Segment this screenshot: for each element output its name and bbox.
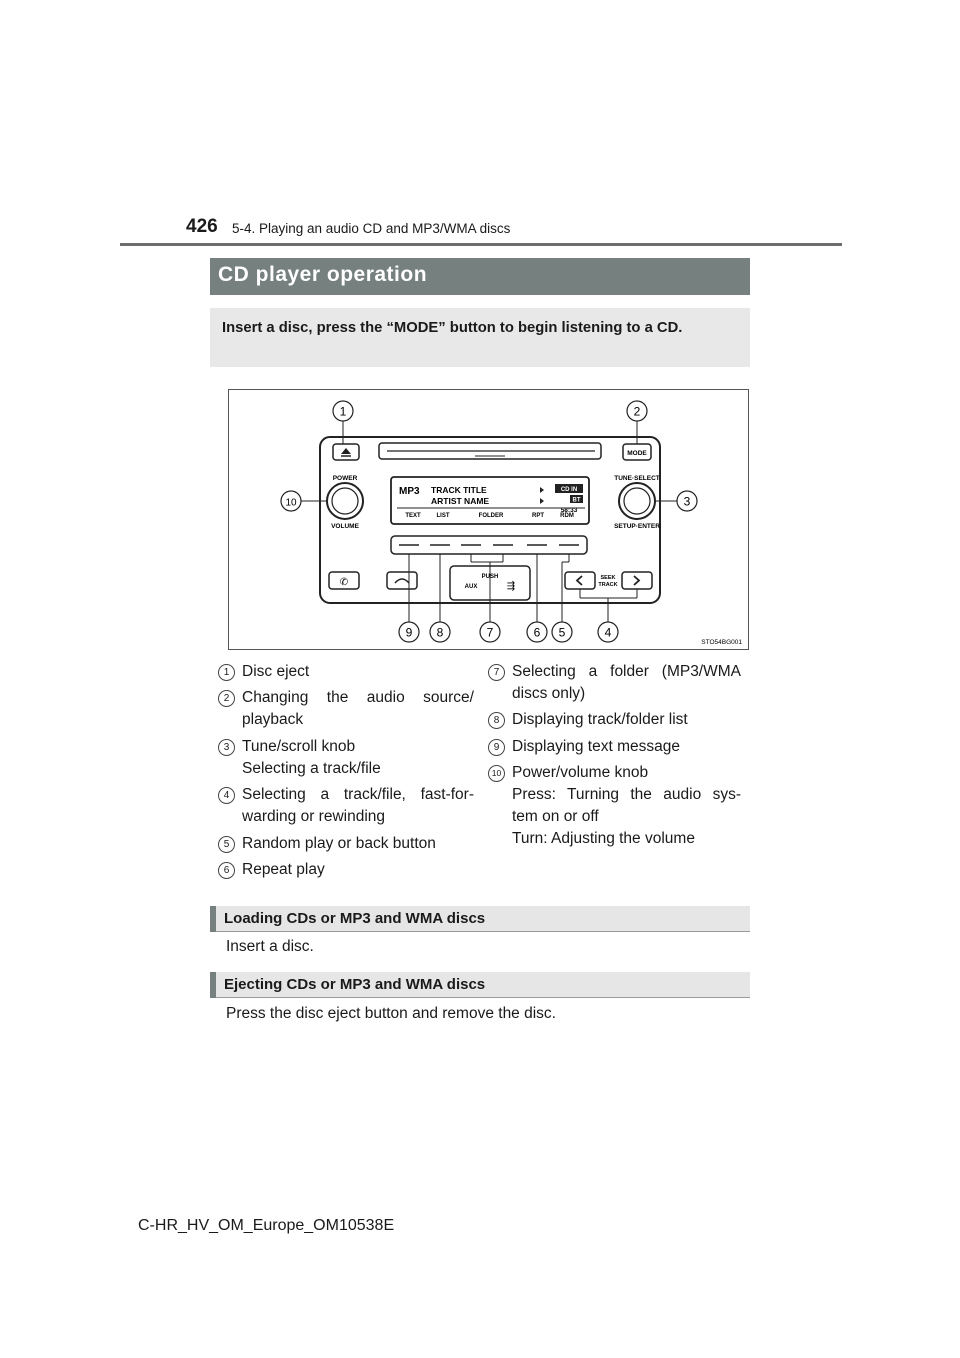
track-label: TRACK [598, 582, 617, 588]
eject-icon [341, 448, 351, 454]
callout-8: 8 [437, 626, 444, 640]
display-rdm: RDM [560, 513, 574, 519]
callout-1: 1 [340, 405, 347, 419]
ejecting-heading-accent [210, 972, 216, 998]
callout-4: 4 [605, 626, 612, 640]
legend-item-10: 10 Power/volume knob Press: Turning the … [488, 762, 744, 850]
phone-icon: ✆ [340, 577, 348, 588]
display-time: 58:33 [561, 507, 578, 514]
audio-unit-diagram: MODE POWER VOLUME TUNE·SELECT SETUP·ENTE… [228, 389, 749, 650]
phone-hangup-button [386, 571, 418, 590]
tune-select-label: TUNE·SELECT [614, 475, 660, 482]
chevron-left-icon [575, 575, 583, 586]
mode-label: MODE [627, 450, 647, 457]
display-folder: FOLDER [479, 513, 504, 519]
diagram-code: STO54BG001 [701, 639, 742, 646]
seek-forward-button [621, 571, 653, 590]
page-number: 426 [186, 216, 218, 237]
loading-heading: Loading CDs or MP3 and WMA discs [224, 910, 486, 927]
legend-item-5: 5 Random play or back button [218, 833, 474, 855]
callout-9: 9 [406, 626, 413, 640]
legend-item-3: 3 Tune/scroll knob Selecting a track/fil… [218, 736, 474, 780]
callout-5: 5 [559, 626, 566, 640]
ejecting-heading: Ejecting CDs or MP3 and WMA discs [224, 976, 486, 993]
display-list: LIST [437, 513, 450, 519]
intro-box [210, 308, 750, 367]
seek-label: SEEK [601, 575, 616, 581]
loading-heading-accent [210, 906, 216, 932]
legend-item-8: 8 Displaying track/folder list [488, 709, 744, 731]
display-screen [390, 476, 590, 525]
footer-doc-code: C-HR_HV_OM_Europe_OM10538E [138, 1217, 395, 1234]
legend-item-1: 1 Disc eject [218, 661, 474, 683]
section-header: 5-4. Playing an audio CD and MP3/WMA dis… [232, 221, 511, 236]
display-cd-in: CD IN [561, 487, 577, 493]
loading-text: Insert a disc. [226, 938, 314, 955]
display-text: TEXT [405, 513, 421, 519]
display-track-title: TRACK TITLE [431, 485, 487, 495]
ejecting-heading-bar [210, 972, 750, 998]
ejecting-text: Press the disc eject button and remove t… [226, 1005, 556, 1022]
page-title: CD player operation [218, 263, 428, 286]
title-bar [210, 258, 750, 295]
callout-6: 6 [534, 626, 541, 640]
display-bt: BT [573, 498, 581, 504]
display-artist-name: ARTIST NAME [431, 496, 489, 506]
display-rpt: RPT [532, 513, 544, 519]
callout-10: 10 [285, 498, 297, 509]
callout-7: 7 [487, 626, 494, 640]
legend-item-2: 2 Changing the audio source/ playback [218, 687, 474, 731]
legend-item-4: 4 Selecting a track/file, fast-for- ward… [218, 784, 474, 828]
aux-label: AUX [465, 584, 478, 590]
intro-text: Insert a disc, press the “MODE” button t… [222, 320, 683, 336]
display-mp3: MP3 [399, 486, 420, 497]
usb-icon: ⇶ [507, 580, 515, 592]
seek-back-button [564, 571, 596, 590]
phone-pickup-button [328, 571, 360, 590]
setup-enter-label: SETUP·ENTER [614, 523, 660, 530]
volume-label: VOLUME [331, 523, 359, 530]
chevron-right-icon [633, 575, 641, 586]
legend-item-6: 6 Repeat play [218, 859, 474, 881]
legend-item-9: 9 Displaying text message [488, 736, 744, 758]
hangup-icon [394, 578, 410, 584]
preset-button-row [390, 535, 588, 555]
loading-heading-bar [210, 906, 750, 932]
header-rule [120, 243, 842, 246]
audio-unit-illustration: MODE POWER VOLUME TUNE·SELECT SETUP·ENTE… [280, 400, 742, 646]
legend-item-7: 7 Selecting a folder (MP3/WMA discs only… [488, 661, 744, 705]
callout-3: 3 [684, 495, 691, 509]
power-label: POWER [333, 475, 358, 482]
callout-2: 2 [634, 405, 641, 419]
